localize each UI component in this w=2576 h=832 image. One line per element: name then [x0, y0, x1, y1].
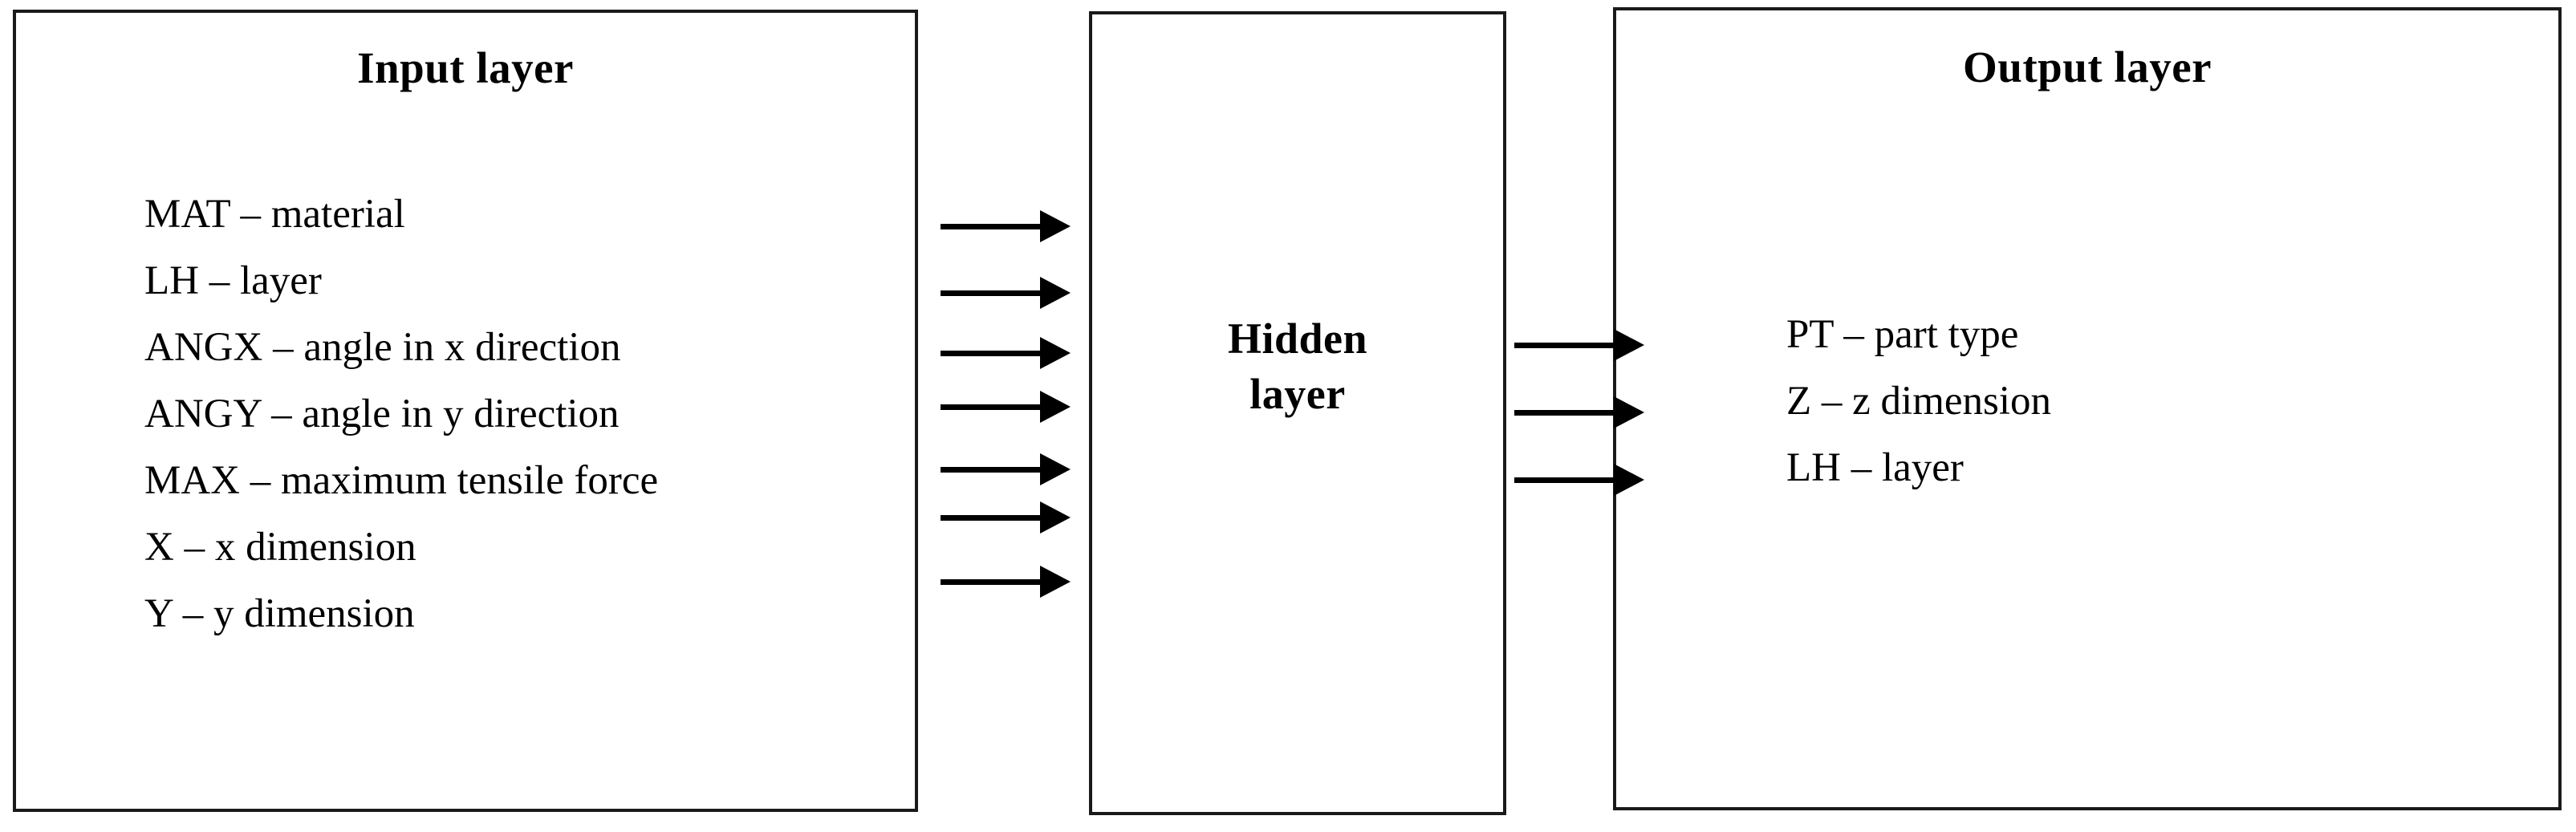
- list-item: LH – layer: [1786, 445, 1964, 490]
- output-layer-item-list: PT – part type Z – z dimension LH – laye…: [1786, 302, 2051, 501]
- list-item: Z – z dimension: [1786, 379, 2052, 424]
- arrow-shaft: [941, 579, 1043, 585]
- output-layer-box: Output layer PT – part type Z – z dimens…: [1613, 7, 2562, 810]
- arrow-head: [1040, 566, 1071, 598]
- arrow-right-icon: [941, 391, 1071, 423]
- arrow-head: [1040, 453, 1071, 485]
- arrow-head: [1614, 329, 1644, 361]
- list-item: ANGX – angle in x direction: [144, 325, 621, 370]
- arrow-right-icon: [941, 566, 1071, 598]
- arrow-right-icon: [941, 277, 1071, 309]
- arrow-right-icon: [941, 337, 1071, 369]
- arrow-right-icon: [1514, 464, 1644, 496]
- arrow-head: [1614, 464, 1644, 496]
- arrow-shaft: [941, 290, 1043, 296]
- list-item: X – x dimension: [144, 525, 416, 570]
- list-item: Y – y dimension: [144, 591, 415, 636]
- arrow-shaft: [1514, 477, 1617, 483]
- arrow-shaft: [941, 515, 1043, 521]
- arrow-head: [1614, 396, 1644, 428]
- input-layer-item-list: MAT – material LH – layer ANGX – angle i…: [144, 181, 658, 647]
- hidden-layer-title: Hidden layer: [1092, 311, 1503, 422]
- arrow-head: [1040, 337, 1071, 369]
- input-layer-box: Input layer MAT – material LH – layer AN…: [13, 10, 918, 812]
- arrow-right-icon: [941, 210, 1071, 242]
- list-item: PT – part type: [1786, 312, 2019, 357]
- hidden-layer-title-line2: layer: [1249, 370, 1346, 419]
- arrow-head: [1040, 501, 1071, 534]
- list-item: MAT – material: [144, 192, 405, 237]
- arrow-head: [1040, 391, 1071, 423]
- arrow-shaft: [941, 351, 1043, 356]
- list-item: MAX – maximum tensile force: [144, 458, 659, 503]
- hidden-layer-title-line1: Hidden: [1227, 315, 1368, 363]
- output-layer-title: Output layer: [1962, 43, 2212, 91]
- input-layer-title: Input layer: [357, 43, 574, 92]
- arrow-shaft: [1514, 343, 1617, 348]
- arrow-shaft: [941, 467, 1043, 473]
- hidden-layer-box: Hidden layer: [1089, 11, 1506, 815]
- arrow-right-icon: [941, 453, 1071, 485]
- arrow-shaft: [1514, 410, 1617, 416]
- arrow-shaft: [941, 224, 1043, 229]
- list-item: ANGY – angle in y direction: [144, 392, 620, 436]
- arrow-head: [1040, 210, 1071, 242]
- arrow-shaft: [941, 404, 1043, 410]
- arrow-right-icon: [1514, 329, 1644, 361]
- arrow-right-icon: [941, 501, 1071, 534]
- arrow-right-icon: [1514, 396, 1644, 428]
- arrow-head: [1040, 277, 1071, 309]
- list-item: LH – layer: [144, 258, 322, 303]
